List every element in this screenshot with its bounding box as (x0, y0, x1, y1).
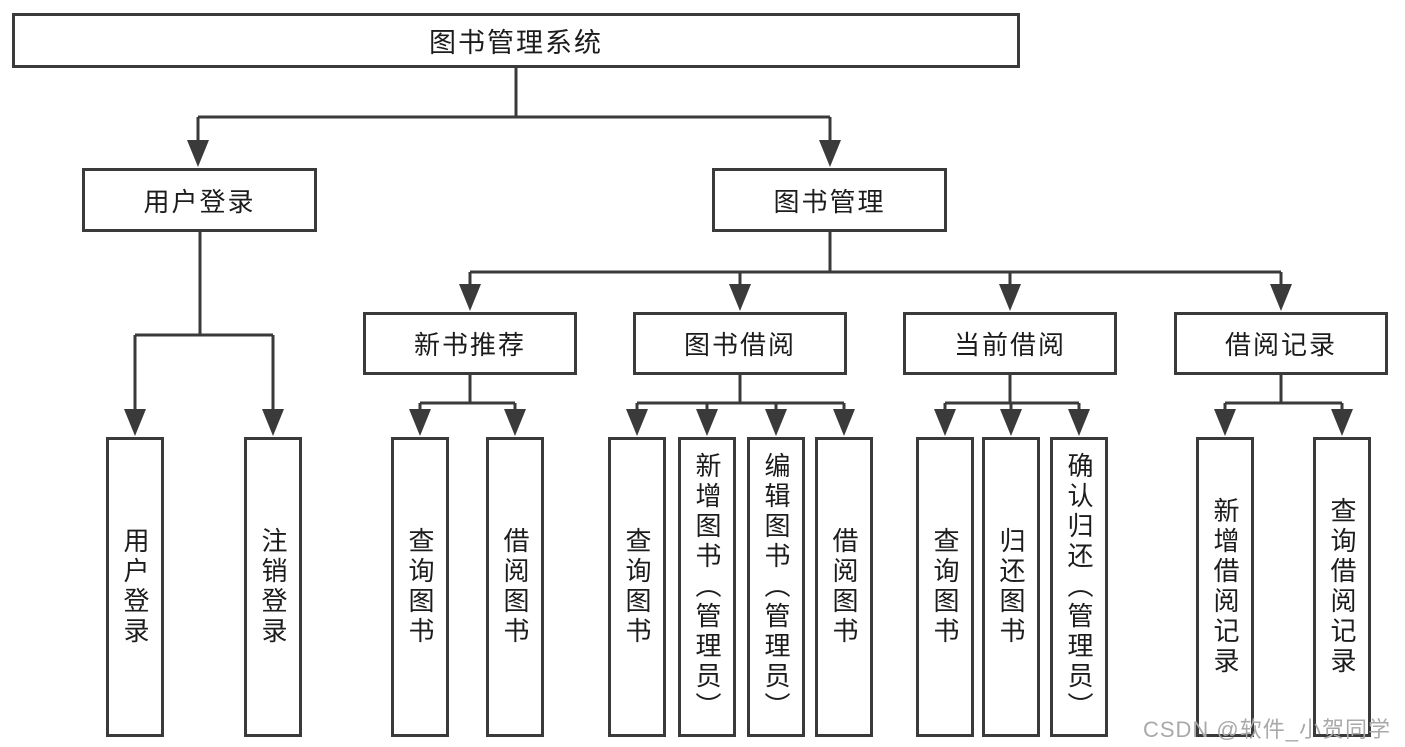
node-label: 用户登录 (143, 186, 256, 217)
leaf-label: 归还图书 (996, 527, 1026, 647)
arrowhead (187, 140, 209, 167)
leaf-label: 用户登录 (120, 527, 150, 647)
arrowhead (1270, 284, 1292, 311)
leaf-label: 借阅图书 (500, 527, 530, 647)
leaf-current-confirm-return-admin: 确认归还（管理员） (1050, 437, 1108, 737)
leaf-label: 注销登录 (258, 527, 288, 647)
node-user-login: 用户登录 (82, 168, 317, 232)
arrowhead (696, 409, 718, 436)
leaf-records-add-borrow-record: 新增借阅记录 (1196, 437, 1254, 737)
arrowhead (1214, 409, 1236, 436)
arrowhead (262, 409, 284, 436)
node-borrowing-records: 借阅记录 (1174, 312, 1388, 375)
leaf-logout: 注销登录 (244, 437, 302, 737)
node-current-borrowing: 当前借阅 (903, 312, 1117, 375)
arrowhead (1331, 409, 1353, 436)
leaf-label: 查询图书 (405, 527, 435, 647)
leaf-newrec-borrow-books: 借阅图书 (486, 437, 544, 737)
leaf-label: 新增图书（管理员） (692, 452, 722, 722)
leaf-label: 确认归还（管理员） (1064, 452, 1094, 722)
node-root-library-management-system: 图书管理系统 (12, 13, 1020, 68)
connector-user-login-to-leaves (124, 232, 284, 436)
arrowhead (765, 409, 787, 436)
node-label: 图书管理系统 (429, 28, 603, 58)
node-book-management: 图书管理 (712, 168, 947, 232)
leaf-label: 查询图书 (930, 527, 960, 647)
connector-book-borrowing-to-leaves (626, 375, 855, 436)
arrowhead (999, 284, 1021, 311)
leaf-borrowing-add-books-admin: 新增图书（管理员） (678, 437, 736, 737)
node-new-book-recommendation: 新书推荐 (363, 312, 577, 375)
node-book-borrowing: 图书借阅 (633, 312, 847, 375)
connector-new-book-rec-to-leaves (409, 375, 526, 436)
leaf-current-return-books: 归还图书 (982, 437, 1040, 737)
node-label: 借阅记录 (1224, 330, 1337, 360)
leaf-records-query-borrow-record: 查询借阅记录 (1313, 437, 1371, 737)
arrowhead (504, 409, 526, 436)
leaf-borrowing-borrow-books: 借阅图书 (815, 437, 873, 737)
leaf-label: 查询图书 (622, 527, 652, 647)
connector-book-management-to-level3 (459, 232, 1292, 311)
leaf-label: 查询借阅记录 (1327, 497, 1357, 677)
node-label: 新书推荐 (413, 330, 526, 360)
leaf-current-query-books: 查询图书 (916, 437, 974, 737)
arrowhead (819, 140, 841, 167)
leaf-label: 编辑图书（管理员） (761, 452, 791, 722)
arrowhead (1000, 409, 1022, 436)
arrowhead (729, 284, 751, 311)
node-label: 图书借阅 (683, 330, 796, 360)
leaf-borrowing-edit-books-admin: 编辑图书（管理员） (747, 437, 805, 737)
leaf-newrec-query-books: 查询图书 (391, 437, 449, 737)
connector-borrowing-records-to-leaves (1214, 375, 1353, 436)
arrowhead (833, 409, 855, 436)
leaf-label: 借阅图书 (829, 527, 859, 647)
arrowhead (459, 284, 481, 311)
arrowhead (1068, 409, 1090, 436)
arrowhead (124, 409, 146, 436)
connector-root-to-level2 (187, 68, 841, 167)
node-label: 当前借阅 (953, 330, 1066, 360)
leaf-label: 新增借阅记录 (1210, 497, 1240, 677)
leaf-user-login: 用户登录 (106, 437, 164, 737)
arrowhead (934, 409, 956, 436)
connector-current-borrowing-to-leaves (934, 375, 1090, 436)
arrowhead (409, 409, 431, 436)
node-label: 图书管理 (773, 186, 886, 217)
leaf-borrowing-query-books: 查询图书 (608, 437, 666, 737)
watermark: CSDN @软件_小贺同学 (1142, 717, 1391, 742)
arrowhead (626, 409, 648, 436)
